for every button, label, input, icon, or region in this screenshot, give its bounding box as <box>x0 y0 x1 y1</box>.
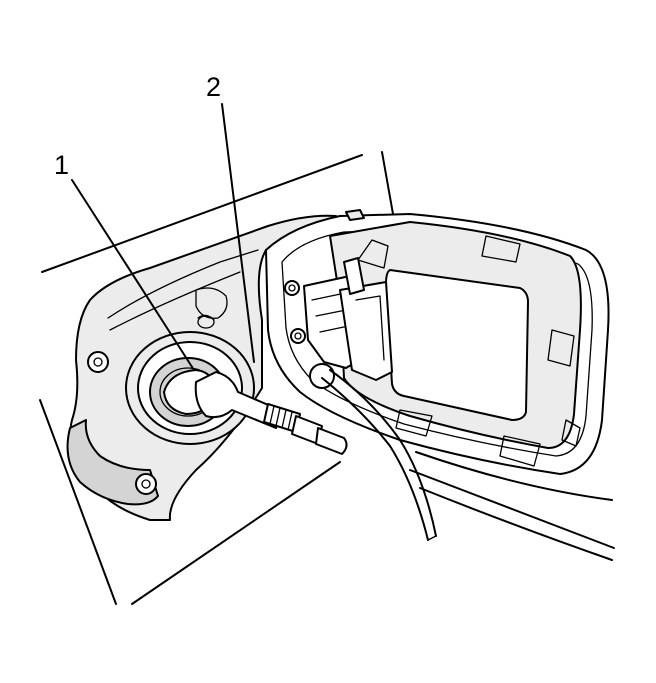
tether-cable <box>309 363 437 541</box>
fuel-hose-tool <box>194 371 348 455</box>
housing-bolts <box>87 351 157 495</box>
callout-1: 1 <box>54 150 69 180</box>
leader-line-1 <box>71 179 195 371</box>
door-hinge-bracket <box>284 257 393 381</box>
callout-leaders <box>71 103 255 371</box>
callout-2: 2 <box>206 72 221 102</box>
body-panel-lines <box>39 151 615 605</box>
leader-line-2 <box>221 103 255 363</box>
bolt-upper-left <box>87 351 109 373</box>
bolt-lower-left <box>135 473 157 495</box>
